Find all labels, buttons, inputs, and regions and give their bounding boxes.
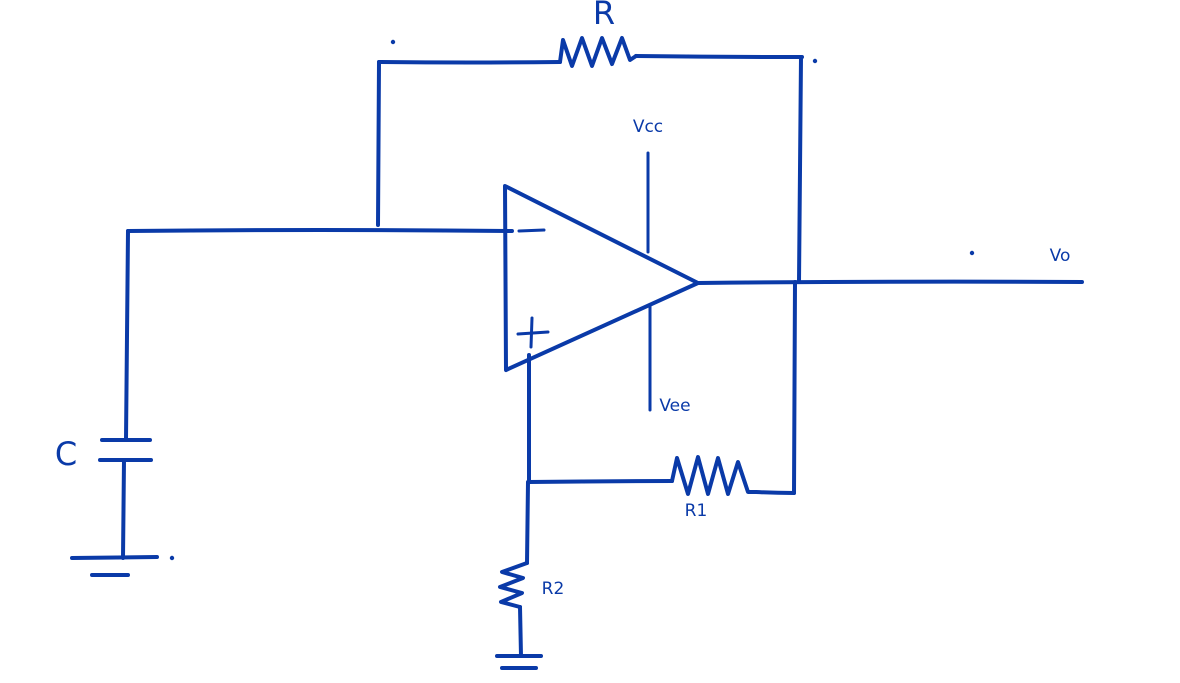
label-r2: R2	[542, 579, 565, 599]
wire-inverting-input	[126, 228, 514, 233]
op-amp-triangle	[503, 184, 700, 372]
label-r: R	[593, 0, 615, 32]
ink-dot	[812, 58, 818, 64]
wire-top-left-vertical	[376, 60, 381, 227]
label-r1: R1	[685, 501, 708, 521]
wire-r1-vertical	[792, 280, 797, 495]
wire-top-right-vertical	[797, 55, 803, 284]
wire-capacitor-bottom	[121, 458, 126, 560]
wire-r2-top	[525, 480, 530, 565]
op-amp-plus-sign-v	[529, 316, 534, 349]
op-amp	[503, 151, 700, 412]
wire-top-right-horizontal	[634, 54, 804, 59]
wire-r1-right	[754, 490, 796, 495]
wire-top-left-horizontal	[377, 60, 562, 65]
wire-r2-bottom	[518, 605, 523, 658]
labels: R Vcc Vee Vo C R1 R2	[55, 0, 1071, 599]
top-feedback-loop	[376, 36, 804, 284]
wire-r1-left	[527, 479, 674, 484]
op-amp-minus-sign	[517, 228, 546, 233]
resistor-r	[558, 36, 638, 68]
label-vo: Vo	[1050, 246, 1071, 266]
ink-dot	[169, 555, 175, 561]
ink-dot	[969, 250, 975, 256]
resistor-r1	[670, 455, 758, 496]
ink-dots	[169, 39, 975, 561]
label-vee: Vee	[659, 396, 690, 416]
label-vcc: Vcc	[633, 117, 663, 137]
ground-capacitor-line1	[70, 555, 159, 560]
wire-output	[696, 279, 1084, 285]
wire-capacitor-top	[124, 229, 130, 442]
capacitor-branch	[70, 228, 514, 577]
resistor-r2	[498, 561, 529, 609]
positive-feedback-network	[495, 280, 797, 670]
op-amp-plus-sign-h	[516, 330, 550, 336]
ink-dot	[390, 39, 396, 45]
label-c: C	[55, 435, 77, 473]
